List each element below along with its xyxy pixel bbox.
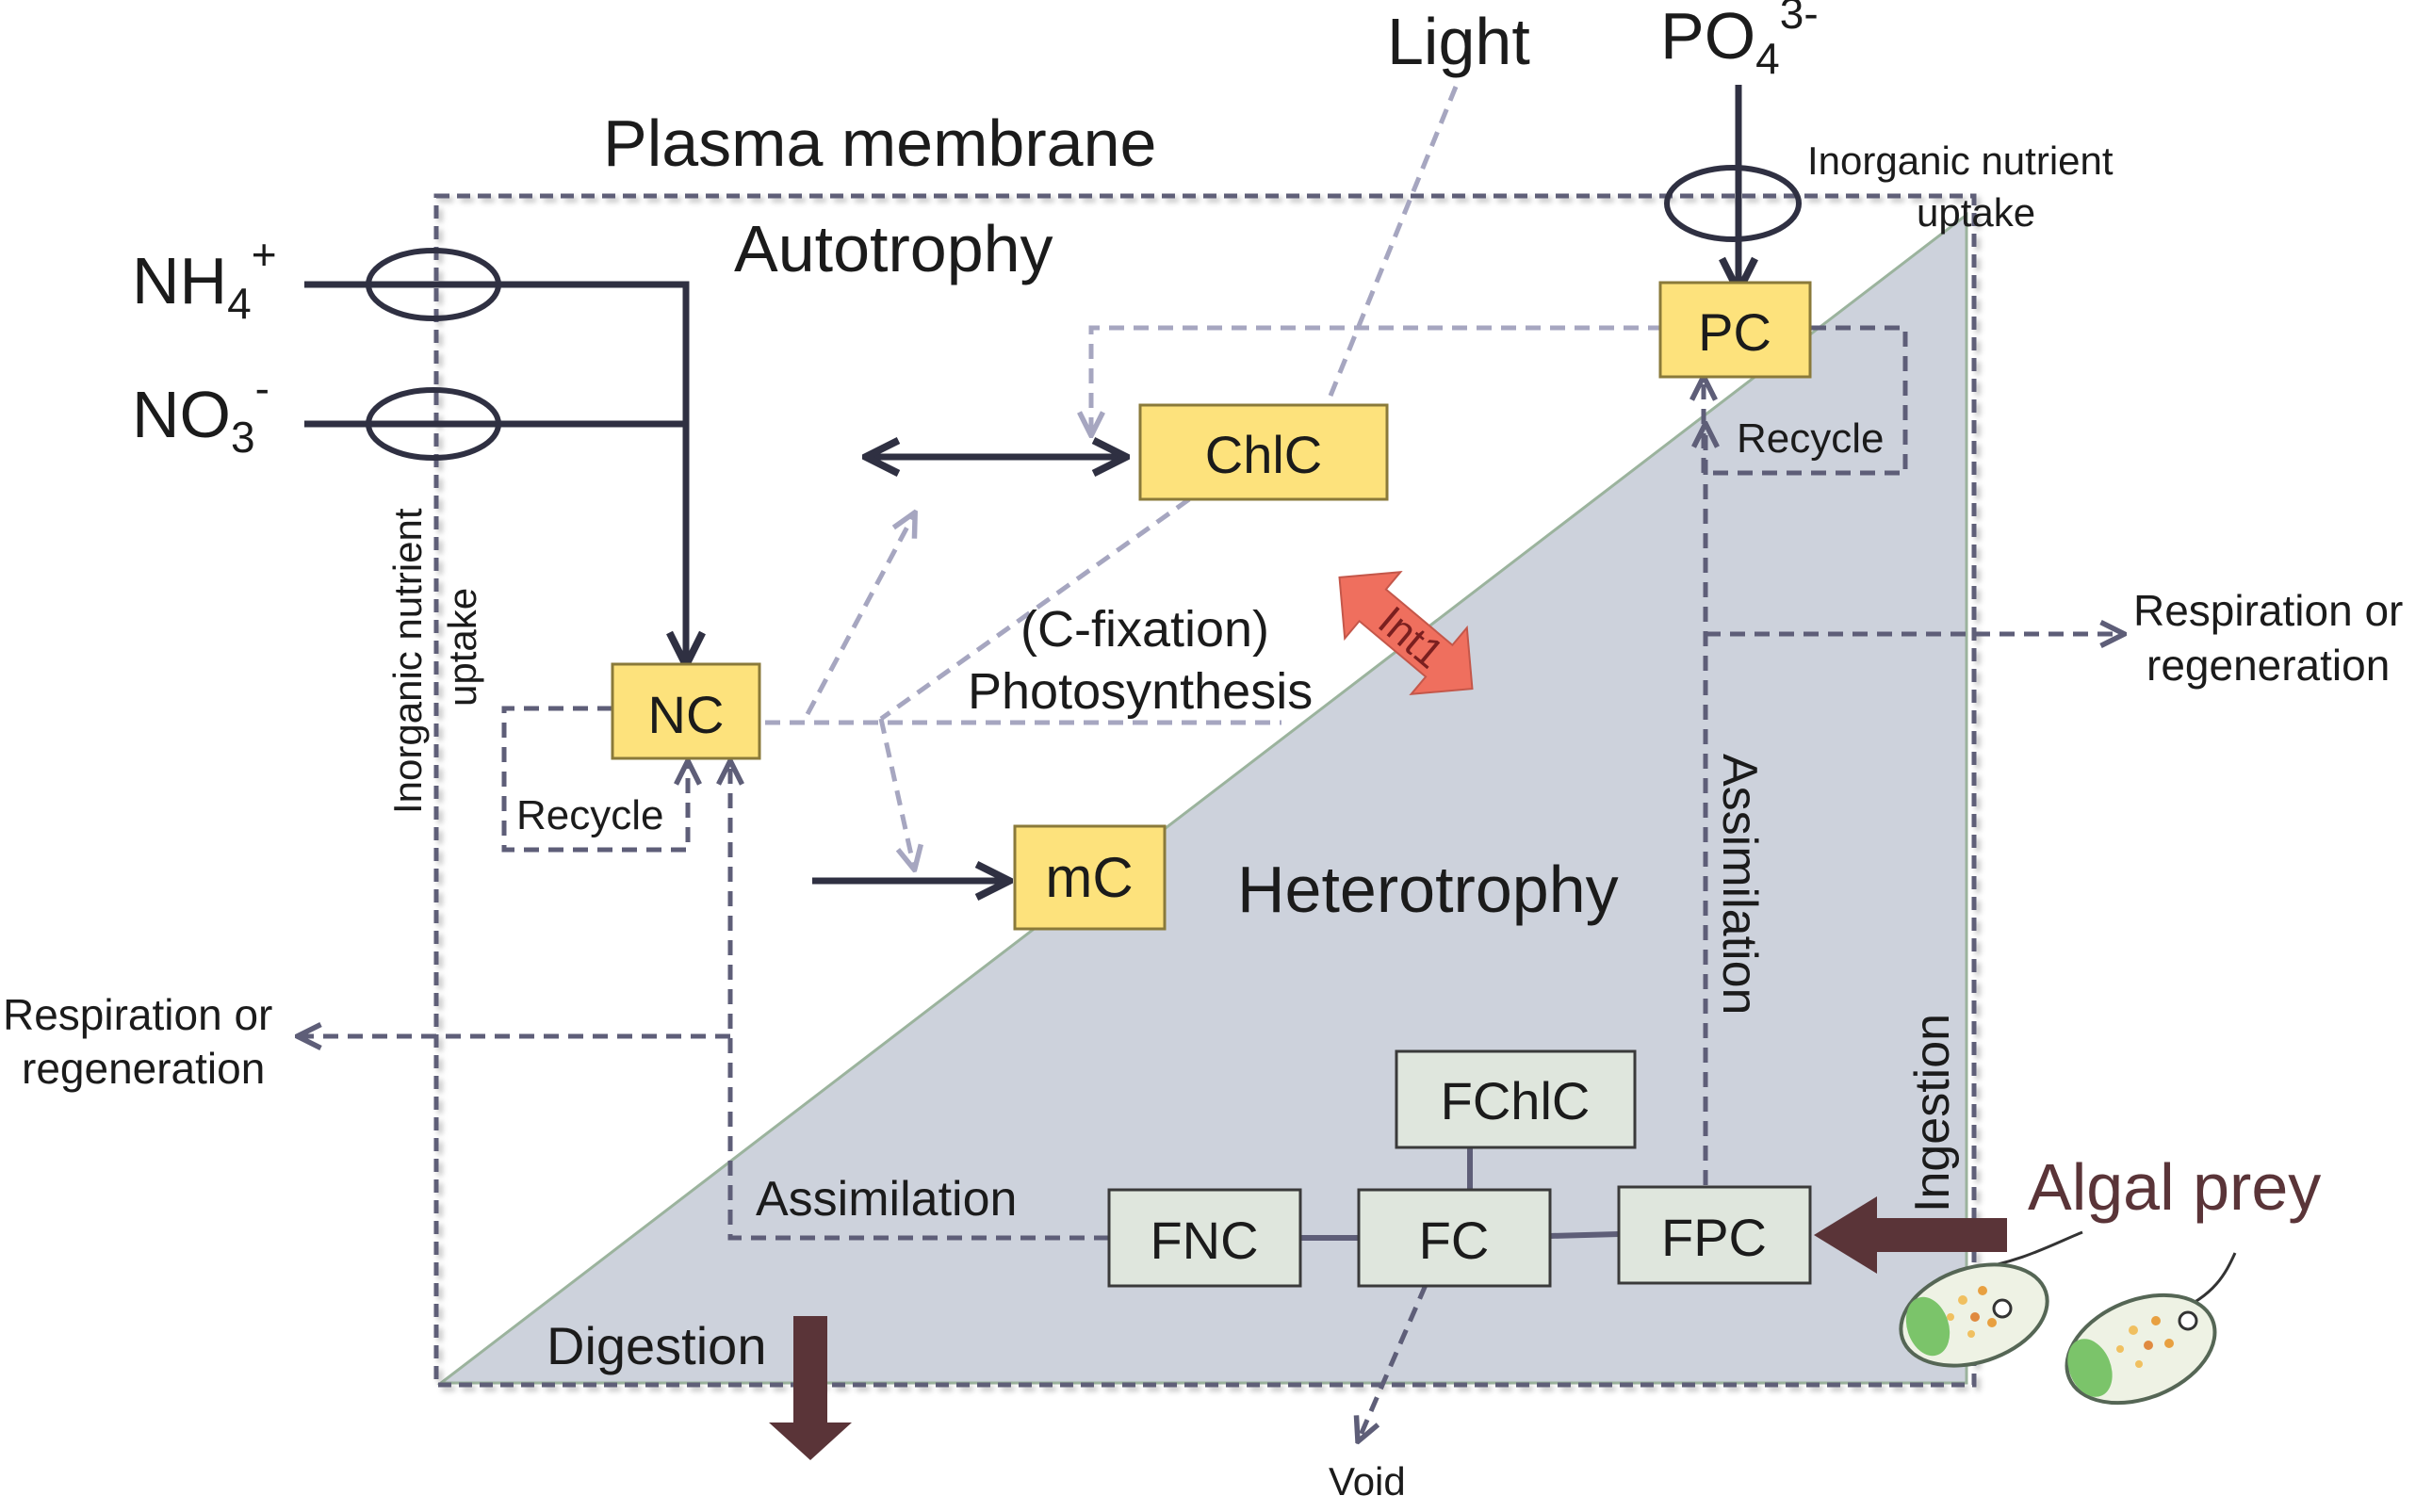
void-arrow [1359,1284,1428,1439]
phosphate-sup: 3- [1780,0,1819,38]
fchlc-box: FChlC [1395,1049,1637,1149]
light-arrow [1324,86,1459,406]
uptake-left-label-2: uptake [440,588,484,707]
void-label: Void [1329,1459,1406,1504]
phosphate-transporter [1664,165,1802,242]
nc-to-autotrophy-arrow [805,514,914,716]
fnc-box: FNC [1107,1188,1302,1288]
plasma-membrane-title: Plasma membrane [603,106,1156,180]
algal-cell-1 [1899,1230,2083,1368]
phosphate-label: PO43- [1660,0,1819,83]
respiration-left-label-1: Respiration or [3,990,272,1039]
respiration-right-label-2: regeneration [2146,641,2390,690]
respiration-left-label-2: regeneration [22,1044,265,1093]
mc-box-label: mC [1045,846,1133,909]
prey-ingestion-arrow [1814,1196,2007,1274]
nitrate-base: NO [132,378,231,451]
fnc-box-label: FNC [1150,1211,1258,1270]
ingestion-label: Ingestion [1905,1014,1960,1212]
nitrate-sup: - [255,364,269,413]
ammonium-label: NH4+ [132,230,277,328]
fchlc-box-label: FChlC [1441,1071,1591,1130]
nitrate-transporter [366,387,501,461]
nc-recycle-loop [501,706,688,853]
recycle-left-label: Recycle [516,792,664,838]
photosynthesis-label: Photosynthesis [968,663,1313,720]
assimilation-bottom-label: Assimilation [756,1172,1017,1227]
fc-box: FC [1357,1188,1552,1288]
respiration-right-label-1: Respiration or [2133,586,2403,635]
assimilation-to-nc-arrow [730,763,1109,1241]
pc-box-label: PC [1698,302,1771,362]
pc-box: PC [1658,281,1812,379]
nc-box-label: NC [648,685,725,744]
int1-arrow [1338,570,1474,696]
photosynthesis-to-mc-arrow [878,718,914,868]
algal-cell-2 [2065,1252,2237,1406]
phosphate-sub: 4 [1755,34,1780,83]
digestion-label: Digestion [547,1316,766,1375]
light-label: Light [1387,5,1530,78]
phosphate-base: PO [1660,0,1755,73]
uptake-top-label-1: Inorganic nutrient [1807,138,2114,183]
algal-prey-label: Algal prey [2028,1150,2321,1224]
ammonium-base: NH [132,244,227,317]
ammonium-transporter [366,248,501,321]
nitrate-uptake-line [304,420,686,662]
plasma-membrane [433,193,1977,1388]
nc-box: NC [611,662,761,760]
nitrate-label: NO3- [132,364,269,462]
mc-box: mC [1013,824,1167,931]
autotrophy-label: Autotrophy [734,212,1053,285]
chlc-to-photosynthesis-line [879,496,1191,722]
fc-box-label: FC [1419,1211,1490,1270]
ammonium-uptake-line [304,281,690,424]
fpc-box: FPC [1617,1185,1812,1285]
digestion-arrow [769,1316,852,1460]
c-fixation-label: (C-fixation) [1020,601,1269,658]
fc-fpc-link [1549,1231,1620,1239]
fpc-box-label: FPC [1661,1208,1767,1267]
recycle-right-label: Recycle [1737,415,1885,462]
chlc-box-label: ChlC [1205,425,1322,484]
uptake-top-label-2: uptake [1917,190,2035,235]
heterotrophy-label: Heterotrophy [1237,853,1619,926]
uptake-left-label-1: Inorganic nutrient [385,508,430,814]
ammonium-sub: 4 [227,279,252,328]
nitrate-sub: 3 [231,413,255,462]
ammonium-sup: + [252,230,277,279]
chlc-box: ChlC [1138,403,1389,501]
pc-to-chlc-arrow [1091,325,1663,433]
assimilation-vertical-label: Assimilation [1712,754,1767,1015]
